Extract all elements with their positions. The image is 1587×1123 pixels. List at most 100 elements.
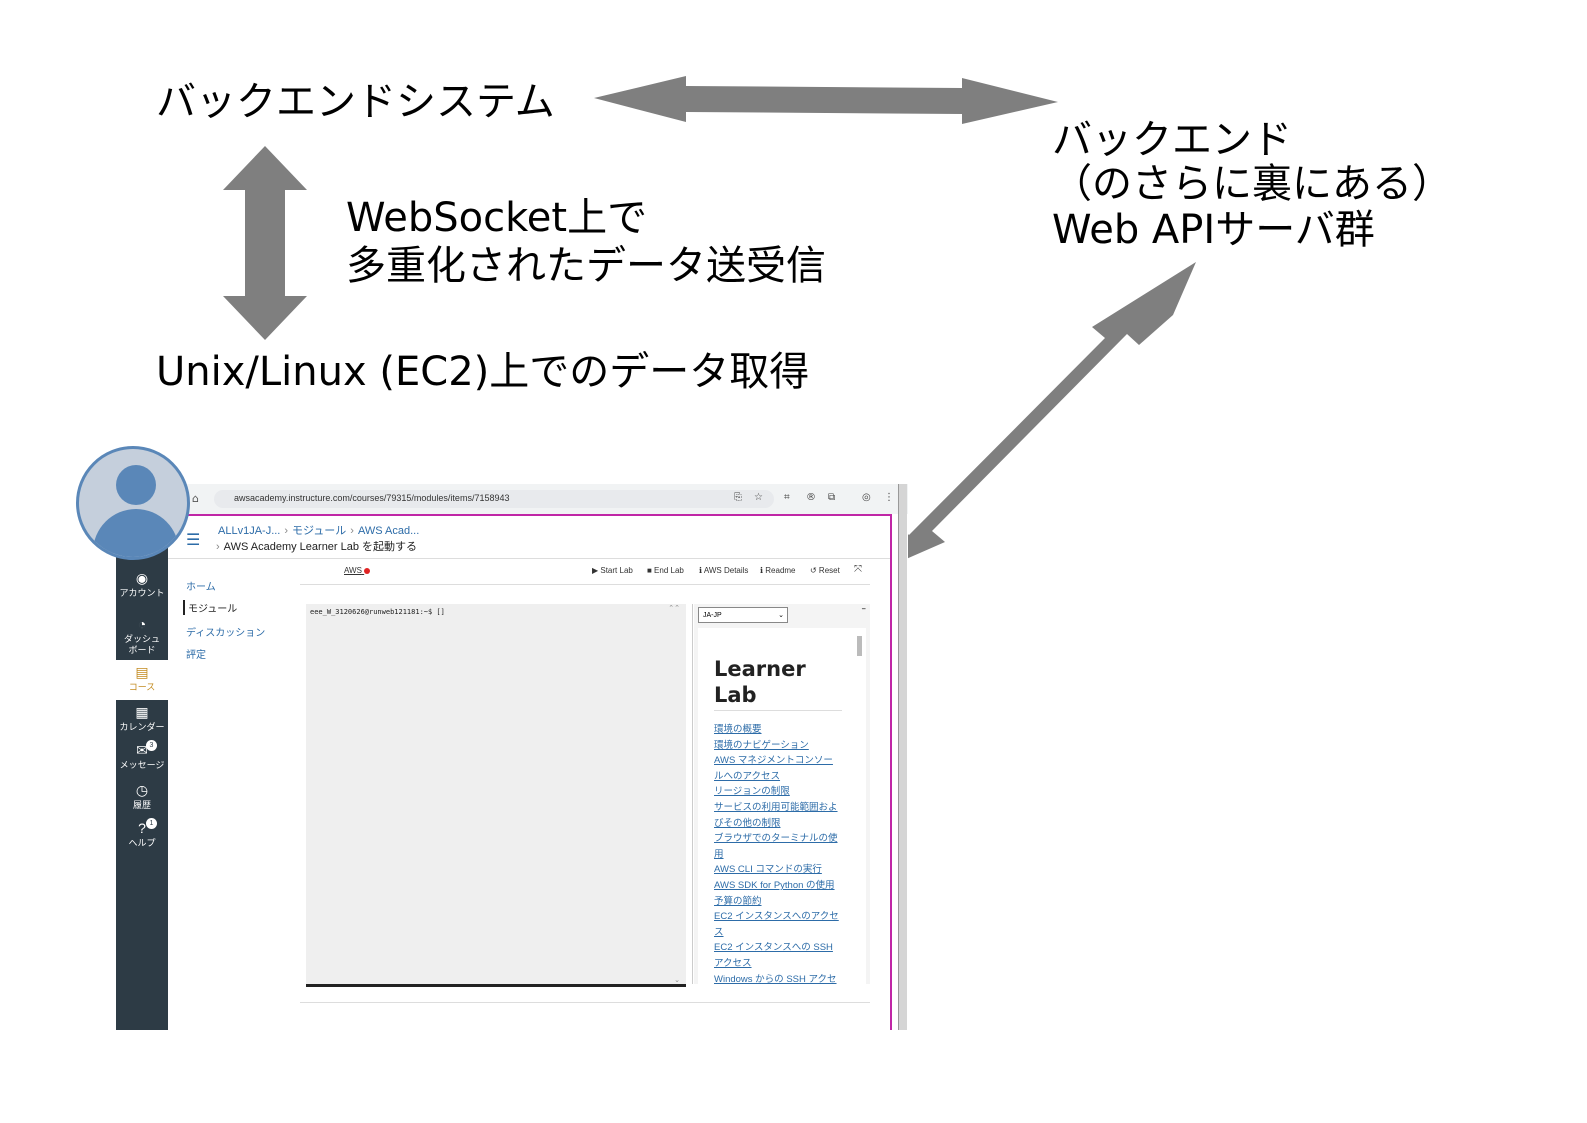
toolbar-divider (300, 584, 870, 585)
readme-panel: JA-JP ⌄ – Learner Lab 環境の概要 環境のナビゲーション A… (694, 604, 870, 984)
sidebar-item-label: メッセージ (119, 760, 165, 770)
websocket-label-line2: 多重化されたデータ送受信 (346, 243, 826, 289)
readme-toc: 環境の概要 環境のナビゲーション AWS マネジメントコンソー ルへのアクセス … (714, 722, 846, 984)
horizontal-double-arrow (594, 76, 1058, 124)
help-icon: ? (138, 820, 146, 836)
menu-icon[interactable]: ⋮ (884, 492, 894, 503)
language-select[interactable]: JA-JP ⌄ (698, 607, 788, 623)
toc-link[interactable]: ブラウザでのターミナルの使 (714, 833, 838, 845)
toc-link[interactable]: 予算の節約 (714, 895, 762, 907)
global-nav-sidebar: ◉ アカウント ◔ ダッシュボード ▤ コース ▦ カレンダー ✉ メッセージ … (116, 514, 168, 1030)
terminal-scroll-up-icon[interactable]: ⌃⌃ (668, 604, 680, 612)
screenshot-icon[interactable]: ⌗ (784, 492, 790, 503)
readme-title-line2: Lab (714, 683, 757, 707)
toc-link[interactable]: ルへのアクセス (714, 770, 781, 782)
readme-title-line1: Learner (714, 657, 806, 681)
aws-status-button[interactable]: AWS (344, 566, 371, 575)
help-badge: 1 (146, 818, 157, 829)
sidebar-item-courses[interactable]: ▤ コース (116, 660, 168, 700)
bookmark-star-icon[interactable]: ☆ (754, 492, 763, 503)
diagonal-double-arrow (858, 262, 1196, 580)
terminal-prompt: eee_W_3120626@runweb121181:~$ [] (310, 608, 445, 616)
course-nav-modules[interactable]: モジュール (183, 600, 237, 615)
readme-scrollbar[interactable] (857, 636, 862, 656)
courses-icon: ▤ (135, 664, 149, 680)
sidebar-item-label: アカウント (119, 588, 165, 598)
browser-screenshot: ← → ↻ ⌂ awsacademy.instructure.com/cours… (116, 484, 908, 1030)
extensions-icon[interactable]: ⧉ (828, 492, 836, 503)
toc-link[interactable]: 用 (714, 848, 724, 860)
breadcrumb-course-link[interactable]: ALLv1JA-J... (218, 525, 281, 537)
toc-link[interactable]: アクセス (714, 957, 752, 969)
readme-button-label[interactable]: ℹ Readme (760, 566, 796, 575)
sidebar-item-label: コース (128, 682, 156, 692)
avatar-head (116, 465, 156, 505)
user-avatar-icon (76, 446, 190, 560)
panel-splitter[interactable] (692, 604, 693, 984)
readme-title: Learner Lab (714, 656, 842, 711)
backend-api-label-line2: （のさらに裏にある） (1052, 161, 1452, 207)
avatar-body (93, 509, 179, 557)
toc-link[interactable]: AWS CLI コマンドの実行 (714, 864, 822, 876)
course-nav-home[interactable]: ホーム (186, 582, 216, 593)
toc-link[interactable]: サービスの利用可能範囲およ (714, 801, 838, 813)
toc-link[interactable]: EC2 インスタンスへのアクセ (714, 911, 839, 923)
toc-link[interactable]: AWS マネジメントコンソー (714, 755, 833, 767)
aws-details-button[interactable]: ℹ AWS Details (699, 566, 749, 575)
page-scrollbar[interactable] (898, 484, 907, 1030)
backend-api-label-line1: バックエンド (1052, 117, 1292, 163)
sidebar-item-help[interactable]: ? ヘルプ 1 (116, 818, 168, 849)
page-title-text: AWS Academy Learner Lab を起動する (223, 541, 418, 553)
reset-button[interactable]: ↺ Reset (810, 566, 840, 575)
lab-status-indicator (364, 567, 371, 574)
toc-link[interactable]: びその他の制限 (714, 817, 781, 829)
install-icon[interactable]: ⎘ (734, 492, 742, 503)
inbox-icon: ✉ (136, 742, 148, 758)
course-nav-discussions[interactable]: ディスカッション (186, 628, 266, 639)
terminal-scroll-down-icon[interactable]: ⌄ (674, 976, 680, 984)
extension-r-icon[interactable]: ® (806, 492, 816, 503)
url-text: awsacademy.instructure.com/courses/79315… (234, 493, 510, 503)
toc-link[interactable]: ス (714, 926, 724, 938)
sidebar-item-history[interactable]: ◷ 履歴 (116, 782, 168, 811)
terminal-panel[interactable]: eee_W_3120626@runweb121181:~$ [] ⌃⌃ ⌄ (306, 604, 686, 987)
toc-link[interactable]: リージョンの制限 (714, 786, 790, 798)
sidebar-item-account[interactable]: ◉ アカウント (116, 570, 168, 599)
hamburger-menu-icon[interactable]: ☰ (186, 530, 201, 549)
home-icon[interactable]: ⌂ (192, 492, 199, 505)
address-bar[interactable]: awsacademy.instructure.com/courses/79315… (214, 490, 774, 508)
unix-linux-label: Unix/Linux (EC2)上でのデータ取得 (156, 349, 810, 395)
dashboard-icon: ◔ (137, 616, 147, 632)
language-select-value: JA-JP (703, 612, 722, 619)
course-nav-grades[interactable]: 評定 (186, 650, 206, 661)
toc-link[interactable]: Windows からの SSH アクセ (714, 973, 837, 985)
breadcrumb-item-link[interactable]: AWS Acad... (357, 525, 420, 537)
sidebar-item-label: カレンダー (119, 722, 165, 732)
calendar-icon: ▦ (135, 704, 149, 720)
backend-api-label-line3: Web APIサーバ群 (1052, 207, 1375, 253)
toc-link[interactable]: 環境のナビゲーション (714, 739, 809, 751)
end-lab-button[interactable]: ■ End Lab (647, 566, 684, 575)
inbox-badge: 3 (146, 740, 157, 751)
toc-link[interactable]: 環境の概要 (714, 724, 762, 735)
websocket-label-line1: WebSocket上で (346, 195, 648, 241)
breadcrumb-modules-link[interactable]: モジュール (292, 525, 347, 537)
sidebar-item-label: ヘルプ (128, 838, 156, 848)
header-divider (168, 558, 890, 559)
account-icon: ◉ (135, 570, 149, 586)
sidebar-item-calendar[interactable]: ▦ カレンダー (116, 704, 168, 733)
toc-link[interactable]: EC2 インスタンスへの SSH (714, 942, 833, 954)
chevron-down-icon: ⌄ (778, 612, 784, 619)
breadcrumb: ALLv1JA-J...›モジュール›AWS Acad... (218, 525, 420, 537)
start-lab-button[interactable]: ▶ Start Lab (592, 566, 633, 575)
minimize-icon[interactable]: – (861, 604, 867, 614)
browser-toolbar: ← → ↻ ⌂ awsacademy.instructure.com/cours… (116, 484, 908, 514)
fullscreen-icon[interactable]: ⤧ (854, 564, 862, 575)
readme-document: Learner Lab 環境の概要 環境のナビゲーション AWS マネジメントコ… (698, 628, 866, 984)
toc-link[interactable]: AWS SDK for Python の使用 (714, 879, 835, 891)
sidebar-item-inbox[interactable]: ✉ メッセージ 3 (116, 740, 168, 771)
sidebar-item-dashboard[interactable]: ◔ ダッシュボード (116, 616, 168, 656)
backend-system-label: バックエンドシステム (156, 79, 555, 125)
profile-icon[interactable]: ◎ (862, 492, 871, 503)
